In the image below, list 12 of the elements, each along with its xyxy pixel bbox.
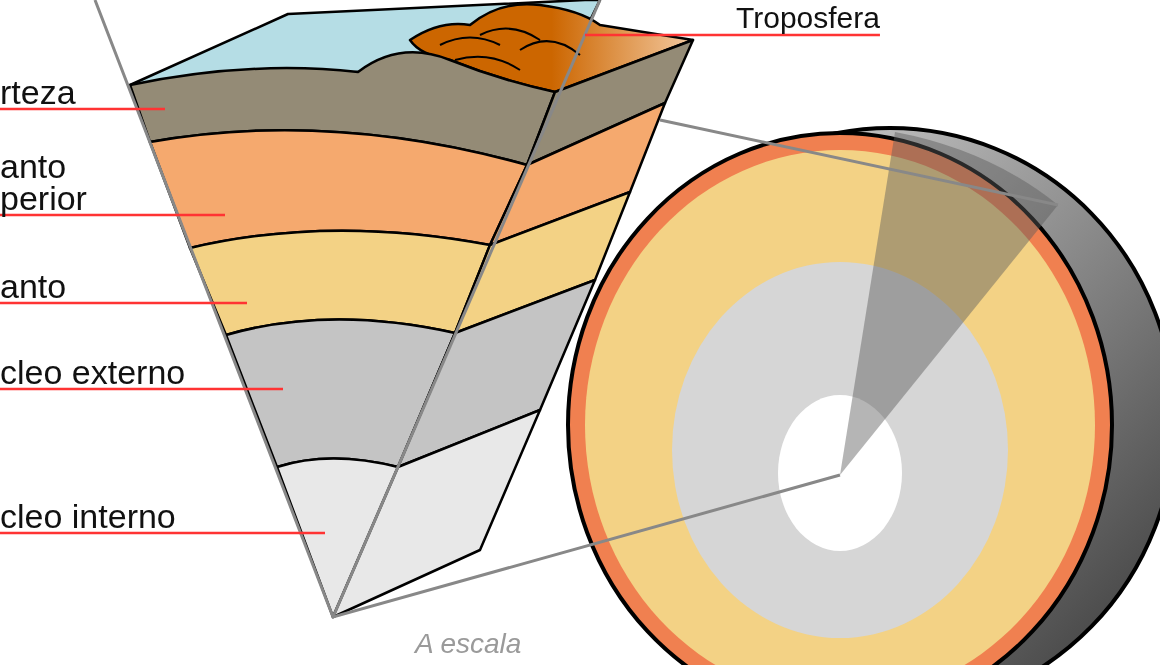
layer-label: cleo interno xyxy=(0,500,176,532)
leader-line xyxy=(0,531,325,535)
scale-note: A escala xyxy=(415,628,522,660)
layer-label: cleo externo xyxy=(0,356,186,388)
layer-label: rteza xyxy=(0,76,76,108)
leader-line xyxy=(0,213,225,217)
leader-line xyxy=(585,33,880,37)
leader-line xyxy=(0,387,283,391)
leader-line xyxy=(0,107,165,111)
layer-label: anto xyxy=(0,270,67,302)
layer-label: Troposfera xyxy=(736,2,880,34)
leader-line xyxy=(0,301,247,305)
